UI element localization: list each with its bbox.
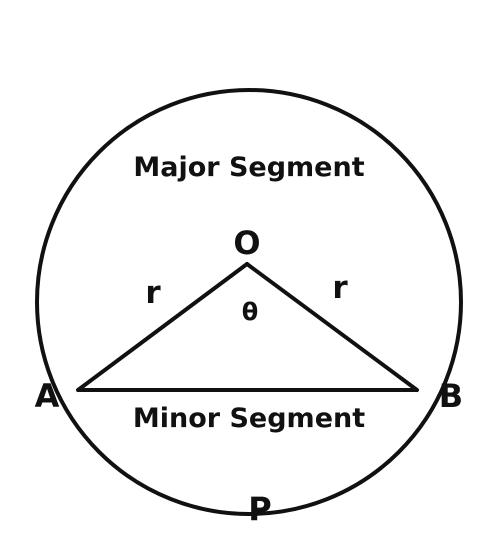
point-p-label: P: [248, 490, 271, 528]
radius-oa: [76, 262, 249, 392]
point-b-label: B: [439, 377, 463, 415]
radius-ob: [245, 262, 419, 392]
radius-right-label: r: [332, 270, 348, 306]
radius-left-label: r: [145, 275, 161, 311]
angle-theta-label: θ: [242, 298, 259, 326]
center-label: O: [233, 224, 260, 262]
point-a-label: A: [35, 377, 60, 415]
circle-outline: [35, 88, 463, 516]
major-segment-label: Major Segment: [133, 152, 364, 183]
minor-segment-label: Minor Segment: [133, 403, 365, 434]
